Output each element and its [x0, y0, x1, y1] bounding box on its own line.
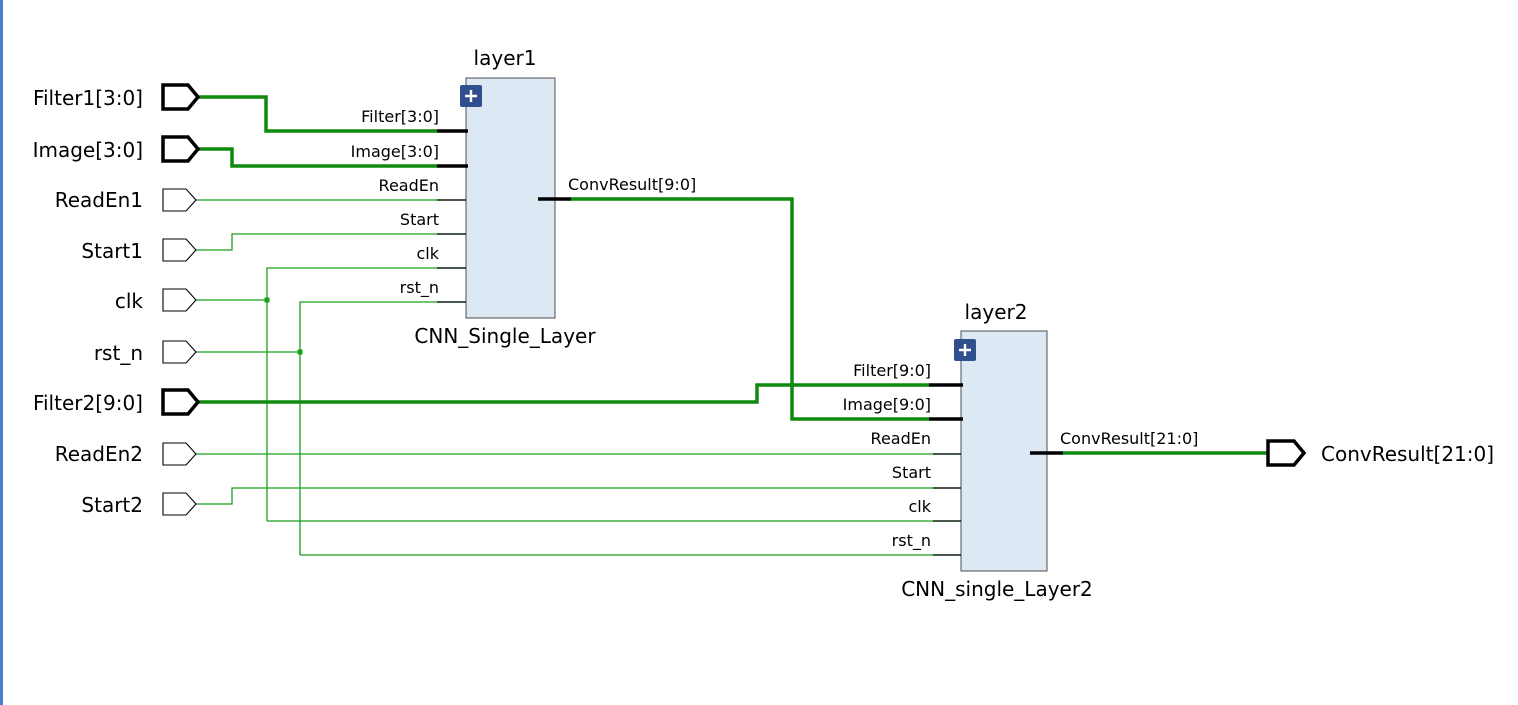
output-port-convresult[interactable]: ConvResult[21:0] [1266, 439, 1494, 467]
port-label: ConvResult[21:0] [1321, 442, 1494, 466]
wire-start1[interactable] [196, 233, 466, 251]
plus-icon[interactable] [460, 85, 482, 107]
input-port-filter1[interactable]: Filter1[3:0] [33, 83, 201, 111]
input-port-clk[interactable]: clk [115, 288, 197, 313]
input-port-icon[interactable] [162, 238, 197, 262]
port-label: Start2 [81, 493, 143, 517]
input-port-icon[interactable] [162, 188, 197, 212]
pin-label: Filter[9:0] [853, 361, 931, 380]
input-port-start2[interactable]: Start2 [81, 492, 197, 517]
input-port-icon[interactable] [162, 492, 197, 516]
input-port-icon[interactable] [161, 135, 201, 163]
pin-label: rst_n [400, 278, 439, 298]
pin-label: Start [400, 210, 439, 229]
pin-label: Start [892, 463, 931, 482]
bus-convresult-layer1[interactable] [571, 197, 929, 421]
pin-label: Image[9:0] [843, 395, 931, 414]
wire-start2[interactable] [196, 487, 961, 505]
input-port-rst[interactable]: rst_n [94, 340, 197, 365]
input-port-filter2[interactable]: Filter2[9:0] [33, 388, 201, 416]
input-port-icon[interactable] [162, 340, 197, 364]
port-label: Image[3:0] [33, 138, 143, 162]
instance-name-layer1: layer1 [474, 46, 537, 70]
block-layer2[interactable]: layer2 CNN_single_Layer2 Filter[9:0] Ima… [843, 300, 1199, 601]
input-port-icon[interactable] [161, 83, 201, 111]
plus-icon[interactable] [954, 339, 976, 361]
window-left-border [0, 0, 3, 705]
bus-wires [198, 95, 1268, 455]
pin-label: Filter[3:0] [361, 107, 439, 126]
bus-filter2[interactable] [198, 383, 929, 404]
input-port-readen1[interactable]: ReadEn1 [55, 188, 197, 212]
pin-label: Image[3:0] [351, 142, 439, 161]
input-port-icon[interactable] [162, 288, 197, 312]
wire-rst-layer1[interactable] [299, 301, 466, 555]
cell-name-layer2: CNN_single_Layer2 [901, 577, 1093, 601]
pin-label: clk [416, 244, 439, 263]
bus-image[interactable] [198, 147, 437, 168]
wire-clk-layer1[interactable] [266, 267, 466, 521]
input-port-readen2[interactable]: ReadEn2 [55, 442, 197, 466]
port-label: Filter2[9:0] [33, 391, 143, 415]
pin-label: ReadEn [379, 176, 439, 195]
junction-rst [297, 349, 303, 355]
pin-label: ReadEn [871, 429, 931, 448]
pin-label: rst_n [892, 531, 931, 551]
port-label: Filter1[3:0] [33, 86, 143, 110]
port-label: Start1 [81, 239, 143, 263]
input-port-image[interactable]: Image[3:0] [33, 135, 201, 163]
input-port-start1[interactable]: Start1 [81, 238, 197, 263]
input-port-icon[interactable] [162, 442, 197, 466]
output-pin-label: ConvResult[21:0] [1060, 429, 1198, 448]
output-port-icon[interactable] [1266, 439, 1307, 467]
instance-name-layer2: layer2 [965, 300, 1028, 324]
scalar-wires [196, 199, 961, 556]
pin-label: clk [908, 497, 931, 516]
port-label: clk [115, 289, 144, 313]
block-layer2-body[interactable] [960, 330, 1048, 572]
port-label: ReadEn2 [55, 442, 143, 466]
junction-clk [264, 297, 270, 303]
cell-name-layer1: CNN_Single_Layer [414, 324, 596, 348]
input-port-icon[interactable] [161, 388, 201, 416]
block-layer1[interactable]: layer1 CNN_Single_Layer Filter[3:0] Imag… [351, 46, 697, 348]
port-label: rst_n [94, 341, 143, 365]
port-label: ReadEn1 [55, 188, 143, 212]
output-pin-label: ConvResult[9:0] [568, 175, 696, 194]
bus-filter1[interactable] [198, 95, 437, 133]
input-ports: Filter1[3:0] Image[3:0] ReadEn1 Start1 c… [33, 83, 201, 517]
